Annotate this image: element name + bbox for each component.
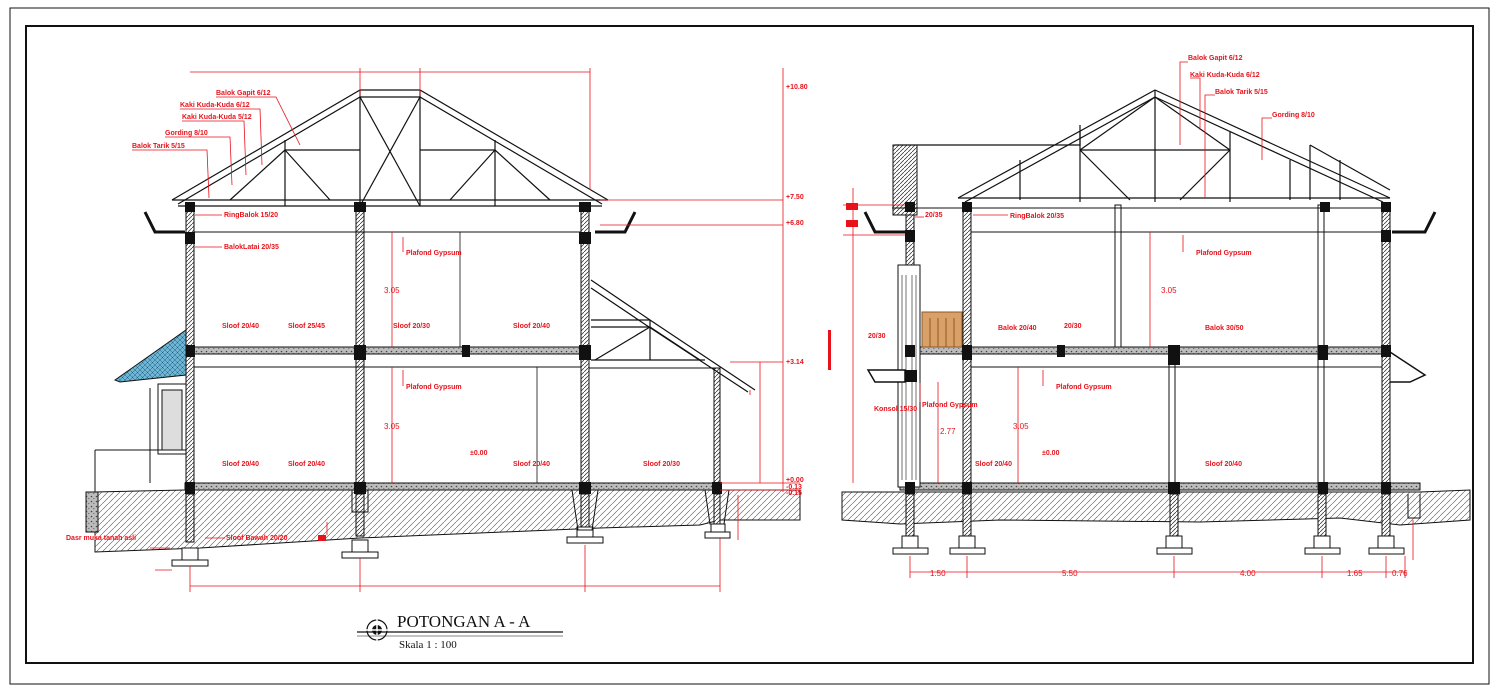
left-roof-truss	[171, 89, 609, 207]
r-label-balok-tarik: Balok Tarik 5/15	[1215, 89, 1268, 96]
right-beam-blocks	[905, 202, 1391, 494]
label-sloof-f: Sloof 20/40	[288, 461, 325, 468]
left-footings	[171, 523, 731, 567]
label-balok-gapit: Balok Gapit 6/12	[216, 90, 271, 97]
r-label-balok-2040: Balok 20/40	[998, 325, 1037, 332]
drawing-title: POTONGAN A - A	[397, 612, 531, 631]
label-sloof-a: Sloof 20/40	[222, 323, 259, 330]
height-lower-left: 3.05	[384, 422, 400, 431]
left-tile-roof	[113, 329, 187, 383]
left-floor-slab	[184, 482, 721, 491]
label-sloof-b: Sloof 25/45	[288, 323, 325, 330]
r-span-1: 1.50	[930, 569, 946, 578]
r-height-lower: 3.05	[1013, 422, 1029, 431]
label-kaki-kuda-2: Kaki Kuda-Kuda 5/12	[182, 114, 252, 121]
left-lower-roof	[590, 279, 756, 393]
left-rubble	[85, 491, 99, 533]
r-span-3: 4.00	[1240, 569, 1256, 578]
right-roof-truss	[895, 89, 1391, 203]
r-label-konsol: Konsol 15/30	[874, 406, 917, 413]
label-plafond-lower: Plafond Gypsum	[406, 384, 462, 391]
r-label-sloof-2: Sloof 20/40	[1205, 461, 1242, 468]
right-floor-slab	[899, 482, 1421, 491]
label-balok-latai: BalokLatai 20/35	[224, 244, 279, 251]
right-section	[841, 89, 1471, 555]
right-annotations	[843, 61, 1414, 578]
left-second-floor-slab	[189, 346, 591, 355]
label-sloof-d: Sloof 20/40	[513, 323, 550, 330]
r-span-5: 0.76	[1392, 569, 1408, 578]
level-7-50: +7.50	[786, 194, 804, 201]
r-label-plafond-lower: Plafond Gypsum	[1056, 384, 1112, 391]
label-sloof-c: Sloof 20/30	[393, 323, 430, 330]
r-span-4: 1.65	[1347, 569, 1363, 578]
r-label-plafond-small: Plafond Gypsum	[922, 402, 978, 409]
balcony-railing	[921, 311, 963, 348]
height-upper-left: 3.05	[384, 286, 400, 295]
r-label-gording: Gording 8/10	[1272, 112, 1315, 119]
r-label-balok-3050: Balok 30/50	[1205, 325, 1244, 332]
label-sloof-h: Sloof 20/30	[643, 461, 680, 468]
drawing-title-block: POTONGAN A - A Skala 1 : 100	[357, 612, 563, 651]
left-section	[85, 89, 801, 567]
right-second-floor-slab	[904, 346, 1391, 355]
label-level-zero-left: ±0.00	[470, 450, 488, 457]
r-label-kaki-kuda: Kaki Kuda-Kuda 6/12	[1190, 72, 1260, 79]
label-sloof-bawah: Sloof Bawah 20/20	[226, 535, 288, 542]
r-label-2030b: 20/30	[1064, 323, 1082, 330]
r-height-upper: 3.05	[1161, 286, 1177, 295]
level-3-14: +3.14	[786, 359, 804, 366]
r-label-2030a: 20/30	[868, 333, 886, 340]
left-beam-blocks	[185, 202, 722, 494]
inner-border	[25, 25, 1474, 664]
r-label-level-zero: ±0.00	[1042, 450, 1060, 457]
level-6-80: +6.80	[786, 220, 804, 227]
level-0-00: +0.00	[786, 477, 804, 484]
label-sloof-e: Sloof 20/40	[222, 461, 259, 468]
right-ground-fill	[841, 489, 1471, 526]
left-wall-3	[713, 367, 721, 491]
level-minus-0-13: -0.13	[786, 484, 802, 491]
label-balok-tarik: Balok Tarik 5/15	[132, 143, 185, 150]
level-10-80: +10.80	[786, 84, 808, 91]
left-labels: Balok Gapit 6/12 Kaki Kuda-Kuda 6/12 Kak…	[66, 84, 808, 542]
r-label-sloof-1: Sloof 20/40	[975, 461, 1012, 468]
outer-border	[9, 7, 1490, 685]
label-plafond-upper: Plafond Gypsum	[406, 250, 462, 257]
r-label-balok-gapit: Balok Gapit 6/12	[1188, 55, 1243, 62]
left-ground-fill	[94, 489, 801, 553]
section-symbol-icon	[365, 618, 389, 642]
label-dasar-tanah: Dasr muka tanah asli	[66, 535, 136, 542]
right-labels: Balok Gapit 6/12 Kaki Kuda-Kuda 6/12 Bal…	[868, 55, 1408, 578]
r-label-ring-balok: RingBalok 20/35	[1010, 213, 1064, 220]
label-gording: Gording 8/10	[165, 130, 208, 137]
left-annotations	[132, 68, 800, 592]
right-red-markers	[828, 203, 858, 370]
level-minus-0-15: -0.15	[786, 490, 802, 497]
r-height-balcony: 2.77	[940, 427, 956, 436]
label-ring-balok: RingBalok 15/20	[224, 212, 278, 219]
label-kaki-kuda-1: Kaki Kuda-Kuda 6/12	[180, 102, 250, 109]
r-label-2035: 20/35	[925, 212, 943, 219]
drawing-scale: Skala 1 : 100	[399, 639, 457, 651]
r-label-plafond-upper: Plafond Gypsum	[1196, 250, 1252, 257]
r-span-2: 5.50	[1062, 569, 1078, 578]
label-sloof-g: Sloof 20/40	[513, 461, 550, 468]
